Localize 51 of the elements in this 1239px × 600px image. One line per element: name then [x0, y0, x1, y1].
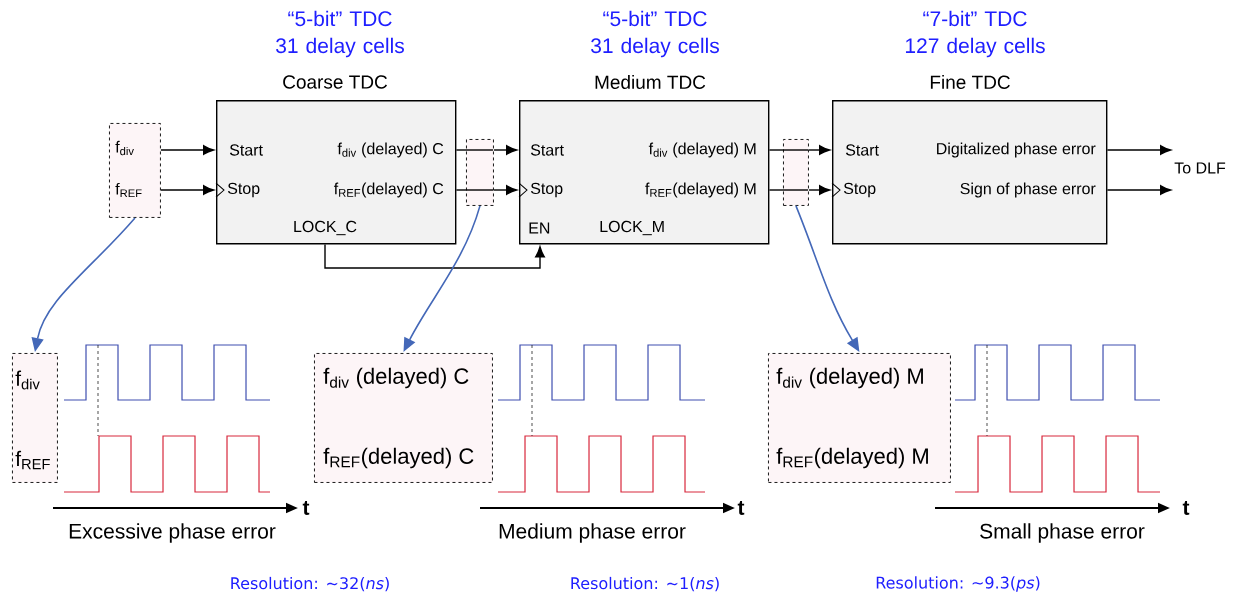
block-title: Medium TDC [595, 75, 706, 89]
port-label: Start [845, 144, 879, 156]
port-label: Stop [843, 182, 876, 198]
signal-label: f$_{REF}$(delayed) C [323, 447, 474, 469]
port-label: Start [229, 144, 263, 156]
caption: Excessive phase error [69, 523, 276, 543]
signal-label: f$_{div}$ (delayed) C [337, 142, 444, 158]
port-label: Start [530, 144, 564, 156]
arrow [160, 185, 215, 195]
arrow [1106, 185, 1172, 195]
port-label: Stop [530, 182, 563, 198]
signal-label: f$_{REF}$ [115, 182, 142, 198]
signal-label: f$_{REF}$(delayed) M [645, 182, 756, 198]
resolution-label: Resolution: ∼32(ns) [231, 576, 389, 592]
signal-label: LOCK_C [294, 220, 357, 236]
dashed-box [782, 139, 809, 206]
caption: Small phase error [980, 523, 1145, 543]
spec-label: “7-bit” TDC 127 delay cells [906, 10, 1045, 58]
signal-label: f$_{REF}$(delayed) C [334, 182, 444, 198]
axis-label: t [302, 501, 310, 515]
signal-label: Digitalized phase error [937, 142, 1096, 158]
signal-label: f$_{div}$ [15, 370, 40, 390]
arrow [493, 185, 518, 195]
spec-label: “5-bit” TDC 31 delay cells [591, 10, 719, 58]
signal-label: f$_{div}$ (delayed) M [776, 367, 923, 389]
port-label: Stop [227, 182, 260, 198]
arrow [808, 185, 831, 195]
signal-label: f$_{div}$ (delayed) C [323, 367, 469, 389]
arrow [160, 145, 215, 155]
arrow [1106, 145, 1172, 155]
signal-label: f$_{div}$ (delayed) M [648, 142, 756, 158]
arrow [324, 243, 545, 269]
signal-label: Sign of phase error [960, 182, 1096, 198]
arrow [493, 145, 518, 155]
block-title: Fine TDC [930, 75, 1010, 89]
output-label: To DLF [1174, 162, 1226, 174]
dashed-box [465, 139, 494, 206]
signal-label: f$_{div}$ [115, 140, 134, 156]
signal-label: f$_{REF}$(delayed) M [776, 447, 928, 469]
resolution-label: Resolution: ∼9.3(ps) [876, 576, 1040, 592]
axis-label: t [1182, 501, 1190, 515]
block-title: Coarse TDC [283, 75, 388, 89]
axis-label: t [737, 501, 745, 515]
arrow [795, 205, 860, 352]
arrow [808, 145, 831, 155]
signal-label: f$_{REF}$ [15, 450, 50, 470]
port-label: EN [529, 222, 550, 234]
caption: Medium phase error [499, 523, 686, 543]
resolution-label: Resolution: ∼1(ns) [571, 576, 719, 592]
spec-label: “5-bit” TDC 31 delay cells [276, 10, 404, 58]
signal-label: LOCK_M [600, 220, 664, 236]
